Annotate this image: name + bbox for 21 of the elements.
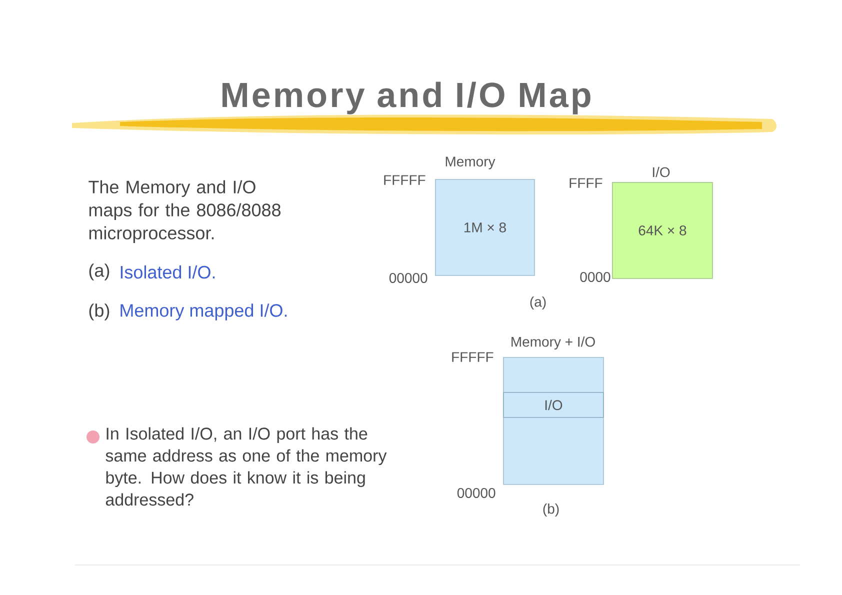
figure-label: (a) (530, 296, 546, 310)
description-text: The Memory and I/O maps for the 8086/8088 microprocessor. (88, 180, 281, 243)
list-item-text: Isolated I/O. (120, 265, 215, 279)
question-text: In Isolated I/O, an I/O port has the same address as one of the memory byte. How does it know it is being addressed? (106, 427, 387, 506)
address-label: FFFFF (384, 175, 426, 185)
address-label: 0000 (580, 272, 610, 282)
list-label: (a) (89, 264, 110, 280)
box-heading: Memory + I/O (512, 336, 595, 350)
list-item-text: Memory mapped I/O. (120, 304, 287, 320)
address-label: FFFF (570, 178, 602, 188)
memory-map-box: 1M × 8 (435, 179, 535, 276)
slide-title: Memory and I/O Map (222, 82, 590, 114)
box-heading: Memory (446, 156, 496, 170)
list-label: (b) (89, 304, 110, 320)
memory-map-box: 64K × 8 (612, 182, 713, 279)
box-heading: I/O (652, 166, 670, 178)
address-label: 00000 (457, 488, 496, 498)
address-band: I/O (503, 392, 604, 418)
address-label: 00000 (389, 273, 428, 283)
figure-label: (b) (543, 503, 559, 517)
address-label: FFFFF (452, 352, 494, 362)
